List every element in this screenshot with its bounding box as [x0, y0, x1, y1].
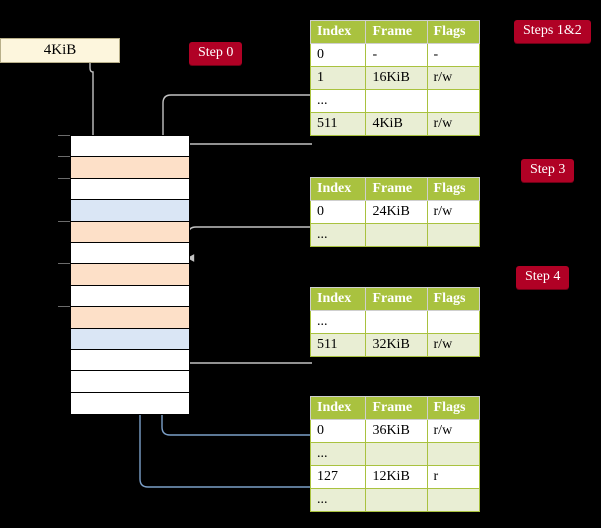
cell-index: 0 — [309, 419, 367, 443]
cell-index: ... — [309, 223, 367, 247]
cell-flags — [426, 442, 481, 466]
memory-frame-row — [71, 200, 189, 222]
cell-frame — [365, 223, 428, 247]
cell-frame: 4KiB — [365, 112, 428, 136]
cell-index: ... — [309, 488, 367, 512]
badge-step-3: Step 3 — [521, 159, 575, 182]
cell-flags — [426, 488, 481, 512]
cell-index: 0 — [309, 200, 367, 224]
badge-step-4: Step 4 — [516, 266, 570, 289]
cell-frame: 32KiB — [365, 333, 428, 357]
cell-index: 0 — [309, 43, 367, 67]
table-row: ... — [309, 488, 481, 512]
column-header-flags: Flags — [426, 396, 481, 420]
source-frame-box: 4KiB — [0, 38, 120, 63]
wire-t3-511-to-frame — [180, 304, 312, 364]
table-row: 0-- — [309, 43, 481, 67]
cell-frame — [365, 310, 428, 334]
badge-step-0: Step 0 — [189, 42, 243, 65]
memory-frame-row — [71, 178, 189, 201]
memory-frame-row — [71, 307, 189, 329]
cell-frame — [365, 442, 428, 466]
cell-frame — [365, 89, 428, 113]
cell-index: 511 — [309, 333, 367, 357]
cell-frame: 36KiB — [365, 419, 428, 443]
frame-tick — [58, 156, 70, 158]
wire-t2-0-to-frame — [187, 226, 312, 262]
memory-frame-row — [71, 157, 189, 179]
cell-flags: r/w — [426, 333, 481, 357]
cell-flags — [426, 89, 481, 113]
physical-memory-frames — [70, 135, 190, 415]
frame-tick — [58, 306, 70, 308]
cell-flags: r/w — [426, 112, 481, 136]
table-row: ... — [309, 310, 481, 334]
frame-tick — [58, 135, 70, 136]
frame-tick — [58, 177, 70, 179]
column-header-frame: Frame — [365, 287, 428, 311]
memory-frame-row — [71, 221, 189, 243]
memory-frame-row — [71, 392, 189, 415]
column-header-index: Index — [309, 396, 367, 420]
column-header-index: Index — [309, 177, 367, 201]
table-row: ... — [309, 223, 481, 247]
column-header-index: Index — [309, 20, 367, 44]
memory-frame-row — [71, 264, 189, 286]
cell-flags: r/w — [426, 66, 481, 90]
table-row: ... — [309, 442, 481, 466]
cell-flags: r/w — [426, 200, 481, 224]
wire-t1-511-to-frame — [169, 143, 312, 162]
cell-flags: r/w — [426, 419, 481, 443]
column-header-frame: Frame — [365, 177, 428, 201]
cell-flags: - — [426, 43, 481, 67]
cell-index: ... — [309, 89, 367, 113]
cell-frame: - — [365, 43, 428, 67]
badge-steps-1-2: Steps 1&2 — [514, 20, 591, 43]
cell-flags — [426, 223, 481, 247]
cell-index: 127 — [309, 465, 367, 489]
column-header-flags: Flags — [426, 177, 481, 201]
source-frame-label: 4KiB — [43, 42, 77, 58]
memory-frame-row — [71, 328, 189, 350]
frame-tick — [58, 220, 70, 222]
cell-flags: r — [426, 465, 481, 489]
cell-index: ... — [309, 442, 367, 466]
table-row: ... — [309, 89, 481, 113]
memory-frame-row — [71, 285, 189, 308]
cell-flags — [426, 310, 481, 334]
column-header-frame: Frame — [365, 20, 428, 44]
cell-frame: 12KiB — [365, 465, 428, 489]
column-header-flags: Flags — [426, 20, 481, 44]
cell-frame: 24KiB — [365, 200, 428, 224]
memory-frame-row — [71, 349, 189, 372]
column-header-flags: Flags — [426, 287, 481, 311]
cell-frame — [365, 488, 428, 512]
cell-frame: 16KiB — [365, 66, 428, 90]
memory-frame-row — [71, 242, 189, 265]
column-header-index: Index — [309, 287, 367, 311]
cell-index: 1 — [309, 66, 367, 90]
cell-index: 511 — [309, 112, 367, 136]
cell-index: ... — [309, 310, 367, 334]
frame-tick — [58, 263, 70, 265]
memory-frame-row — [71, 136, 189, 158]
memory-frame-row — [71, 371, 189, 393]
column-header-frame: Frame — [365, 396, 428, 420]
